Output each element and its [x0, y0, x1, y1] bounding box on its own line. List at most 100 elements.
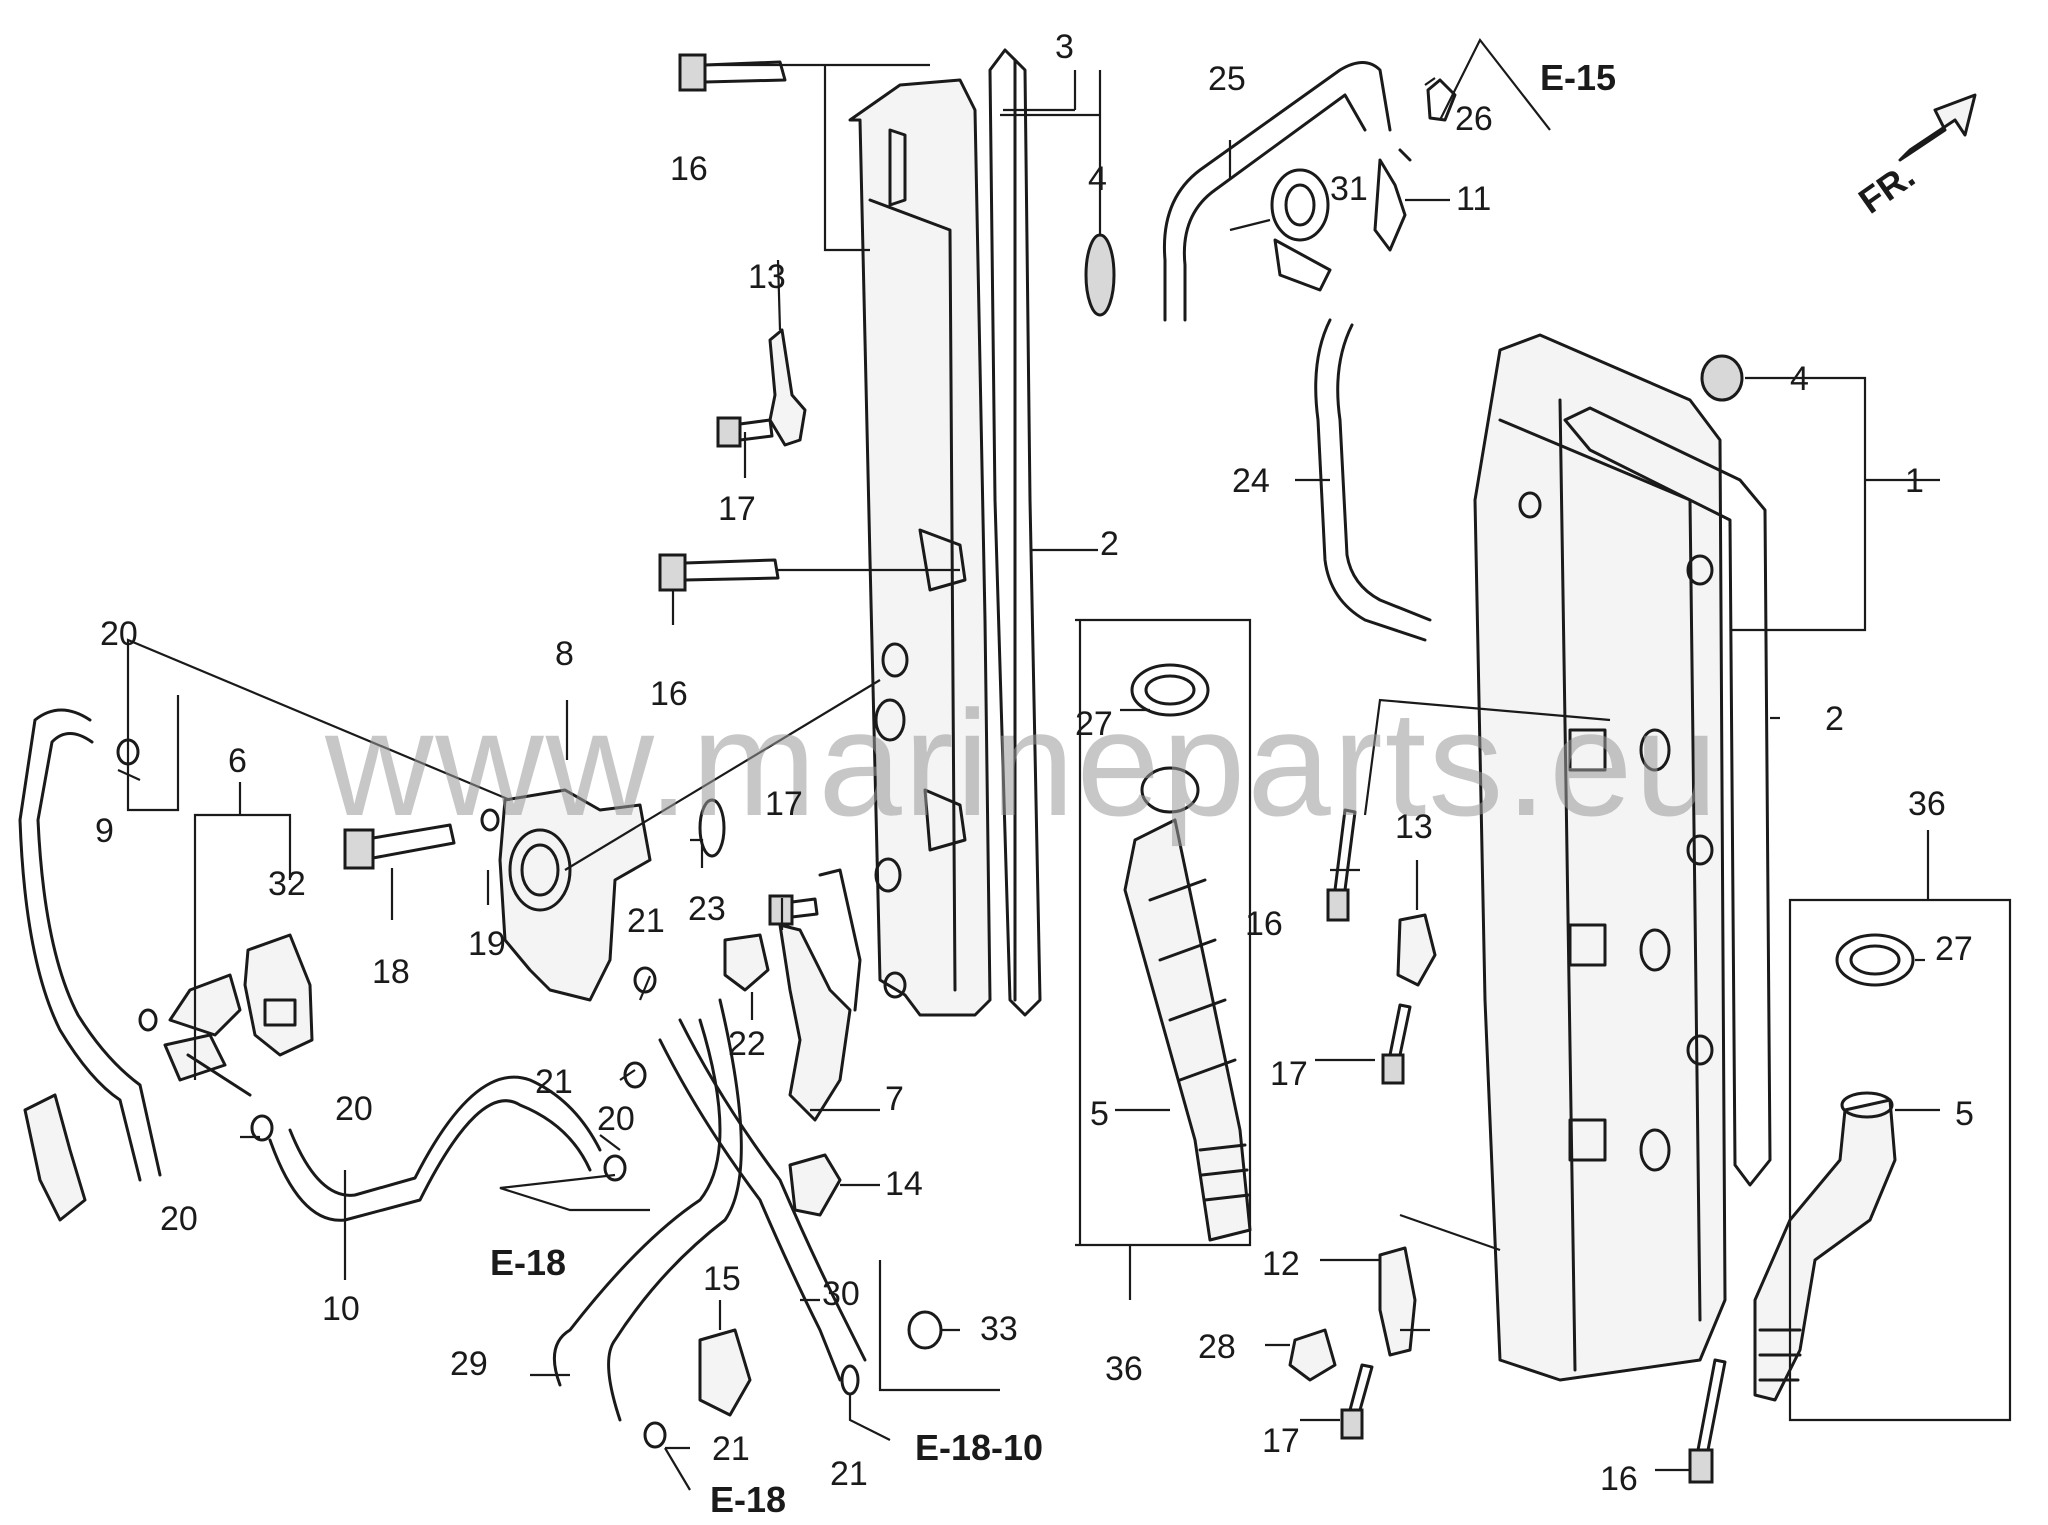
leader-lines [117, 37, 2012, 1491]
hose-29-inner [607, 998, 743, 1422]
callout-23: 23 [688, 890, 726, 928]
hose-30-inner [678, 1018, 867, 1362]
callout-24: 24 [1232, 462, 1270, 500]
callout-17: 17 [1262, 1422, 1300, 1460]
callout-4: 4 [1790, 360, 1809, 398]
seal-washer-4-left [1084, 233, 1116, 317]
bolt-16-top [678, 53, 787, 92]
callout-36: 36 [1908, 785, 1946, 823]
intake-duct-5-left [1123, 818, 1252, 1242]
reference-e18: E-18 [710, 1479, 786, 1520]
hose-9 [18, 708, 142, 1182]
callout-16: 16 [1245, 905, 1283, 943]
hose-clamp-14 [788, 1153, 842, 1217]
sensor-6 [163, 973, 252, 1097]
seal-washer-4-right [1700, 354, 1744, 402]
reference-e15: E-15 [1540, 57, 1616, 98]
callout-18: 18 [372, 953, 410, 991]
hose-clamp-27-left [1130, 663, 1210, 717]
callout-19: 19 [468, 925, 506, 963]
callout-labels: 1 2 2 3 4 4 5 5 6 7 8 9 10 11 12 13 13 1… [95, 28, 1974, 1498]
callout-8: 8 [555, 635, 574, 673]
bolt-16-right-mid [1326, 808, 1357, 922]
callout-3: 3 [1055, 28, 1074, 66]
clip-22 [723, 933, 770, 992]
breather-tube-25 [1162, 61, 1392, 322]
breather-tube-24-inner [1336, 323, 1432, 622]
bracket-13-right [1396, 913, 1437, 987]
callout-22: 22 [728, 1025, 766, 1063]
callout-2: 2 [1825, 700, 1844, 738]
intake-duct-5-right [1753, 1091, 1897, 1402]
clips-20-21 [116, 738, 860, 1449]
bolt-18 [343, 823, 456, 870]
callout-16: 16 [670, 150, 708, 188]
callout-29: 29 [450, 1345, 488, 1383]
callout-20: 20 [160, 1200, 198, 1238]
reference-e18-10: E-18-10 [915, 1427, 1043, 1468]
head-cover-gasket-right [1563, 406, 1772, 1187]
callout-31: 31 [1330, 170, 1368, 208]
callout-21: 21 [535, 1063, 573, 1101]
callout-25: 25 [1208, 60, 1246, 98]
callout-14: 14 [885, 1165, 923, 1203]
callout-20: 20 [335, 1090, 373, 1128]
callout-11: 11 [1456, 180, 1491, 218]
callout-21: 21 [830, 1455, 868, 1493]
breather-tube-25-inner [1182, 93, 1367, 322]
sensor-connector-left [23, 1093, 87, 1222]
callout-36: 36 [1105, 1350, 1143, 1388]
callout-26: 26 [1455, 100, 1493, 138]
callout-4: 4 [1088, 160, 1107, 198]
hose-clamp-31 [1270, 168, 1332, 292]
callout-9: 9 [95, 812, 114, 850]
bolt-17-center [768, 894, 819, 926]
front-indicator: FR. [1851, 155, 1922, 222]
oring-23 [698, 798, 726, 858]
callout-20: 20 [597, 1100, 635, 1138]
callout-5: 5 [1090, 1095, 1109, 1133]
hose-9-inner [36, 732, 162, 1177]
reference-e18: E-18 [490, 1242, 566, 1283]
callout-7: 7 [885, 1080, 904, 1118]
callout-2: 2 [1100, 525, 1119, 563]
callout-10: 10 [322, 1290, 360, 1328]
callout-12: 12 [1262, 1245, 1300, 1283]
stay-7-tab [818, 868, 862, 1012]
callout-17: 17 [1270, 1055, 1308, 1093]
breather-joint-11 [1373, 148, 1412, 252]
callout-6: 6 [228, 742, 247, 780]
head-cover-left [848, 78, 992, 1017]
hose-10-inner [288, 1075, 602, 1197]
callout-13: 13 [748, 258, 786, 296]
bracket-12 [1378, 1246, 1417, 1357]
callout-27: 27 [1935, 930, 1973, 968]
bolt-16-mid [658, 553, 780, 592]
hose-10 [268, 1099, 592, 1222]
head-cover-gasket-left [988, 48, 1042, 1017]
callout-33: 33 [980, 1310, 1018, 1348]
hose-band-27-left [1140, 766, 1200, 814]
bolt-17-right-bottom [1340, 1363, 1374, 1440]
breather-tube-24 [1314, 318, 1427, 642]
connector-32 [243, 933, 314, 1057]
bolt-17-top [716, 416, 774, 448]
head-cover-right [1473, 333, 1727, 1382]
callout-27: 27 [1075, 705, 1113, 743]
hose-30 [658, 1038, 842, 1382]
callout-21: 21 [627, 902, 665, 940]
bracket-13-top [768, 328, 807, 447]
callout-30: 30 [822, 1275, 860, 1313]
callout-13: 13 [1395, 808, 1433, 846]
callout-28: 28 [1198, 1328, 1236, 1366]
bolt-17-right-mid [1381, 1003, 1412, 1085]
hose-29 [552, 1018, 722, 1387]
hose-clamp-33 [907, 1310, 943, 1350]
bolt-16-right-bottom [1688, 1358, 1727, 1484]
callout-1: 1 [1905, 462, 1924, 500]
hose-clamp-27-right [1835, 933, 1915, 987]
watermark: www.marineparts.eu [324, 679, 1720, 847]
callout-17: 17 [718, 490, 756, 528]
callout-17: 17 [765, 785, 803, 823]
